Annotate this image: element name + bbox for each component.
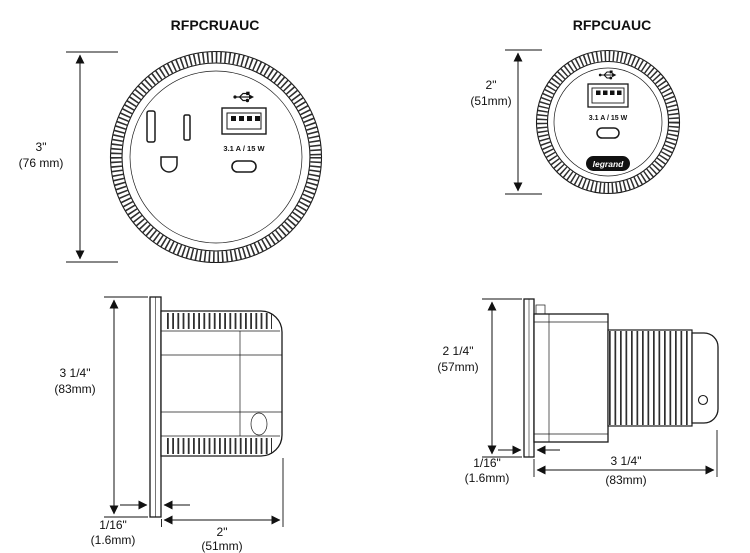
dim-value-in: 1/16" (473, 456, 501, 470)
side-view-rfpcuauc: 2 1/4" (57mm) 1/16" (1.6mm) 3 1/4" (83mm… (437, 298, 719, 487)
usb-a-tongue (591, 87, 625, 104)
side-view-rfpcruauc: 3 1/4" (83mm) 1/16" (1.6mm) 2" (51mm) (54, 296, 284, 553)
end-cap-hole (697, 394, 709, 406)
body-housing (533, 313, 609, 443)
dimension-flange-right: 1/16" (1.6mm) (465, 445, 560, 485)
dim-value-in: 3 1/4" (611, 454, 642, 468)
body-housing (160, 310, 283, 457)
knurled-ring (537, 51, 679, 193)
dimension-flange-left: 1/16" (1.6mm) (91, 500, 190, 547)
dimension-diameter-left: 3" (76 mm) (19, 51, 118, 263)
usb-power-label: 3.1 A / 15 W (223, 144, 265, 153)
dim-value-mm: (51mm) (201, 539, 242, 553)
dim-value-in: 2" (217, 525, 228, 539)
usb-module: 3.1 A / 15 W (587, 70, 629, 139)
dimension-diameter-right: 2" (51mm) (470, 49, 542, 195)
dim-value-in: 3" (36, 140, 47, 154)
knurled-ring (110, 51, 322, 263)
dim-value-in: 2" (486, 78, 497, 92)
usb-a-contacts (596, 90, 622, 95)
cable-port-detail (250, 412, 268, 436)
dim-value-mm: (1.6mm) (465, 471, 510, 485)
product-title-rfpcuauc: RFPCUAUC (573, 17, 652, 33)
dim-value-mm: (57mm) (437, 360, 478, 374)
dimension-height-right: 2 1/4" (57mm) (437, 298, 522, 458)
usb-trident-icon (233, 91, 254, 103)
brand-badge-background (586, 156, 630, 171)
dim-value-mm: (51mm) (470, 94, 511, 108)
dim-value-mm: (1.6mm) (91, 533, 136, 547)
dimension-height-left: 3 1/4" (83mm) (54, 296, 148, 518)
end-cap (691, 332, 719, 424)
front-view-rfpcuauc: RFPCUAUC 3.1 A / 15 W (470, 17, 681, 195)
usb-a-contacts (231, 116, 260, 121)
usb-c-port (231, 160, 257, 173)
outer-rim-circle (535, 49, 681, 195)
threaded-stem-fill (608, 330, 692, 426)
usb-c-port (596, 127, 620, 139)
bezel-inner-circle (546, 60, 670, 184)
face-circle (129, 70, 303, 244)
retainer-clip-detail (535, 304, 546, 315)
brand-name: legrand (593, 159, 625, 169)
usb-trident-icon (598, 70, 617, 80)
hot-slot (183, 114, 191, 141)
front-view-rfpcruauc: RFPCRUAUC (19, 17, 323, 264)
dim-value-mm: (76 mm) (19, 156, 64, 170)
power-receptacle (146, 110, 191, 173)
dim-value-in: 3 1/4" (60, 366, 91, 380)
usb-power-label: 3.1 A / 15 W (589, 115, 628, 122)
product-title-rfpcruauc: RFPCRUAUC (171, 17, 260, 33)
dimension-depth-right: 3 1/4" (83mm) (533, 430, 718, 487)
dim-value-mm: (83mm) (605, 473, 646, 487)
dimension-depth-left: 2" (51mm) (161, 458, 284, 553)
face-circle (553, 67, 663, 177)
dim-value-mm: (83mm) (54, 382, 95, 396)
neutral-slot (146, 110, 156, 143)
bezel-inner-circle (121, 62, 311, 252)
ground-hole (160, 156, 178, 173)
usb-module: 3.1 A / 15 W (221, 91, 267, 173)
dim-value-in: 1/16" (99, 518, 127, 532)
brand-badge: legrand (586, 156, 630, 171)
dim-value-in: 2 1/4" (443, 344, 474, 358)
